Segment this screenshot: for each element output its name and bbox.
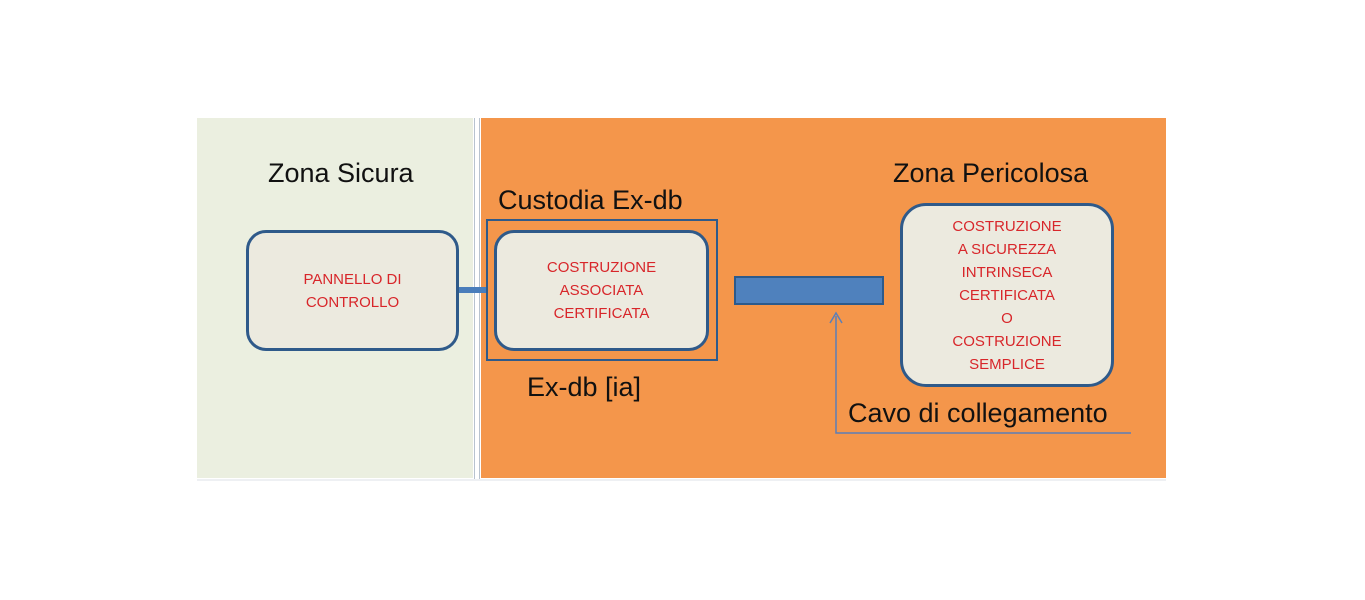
control-panel-line: CONTROLLO [305,293,400,311]
associated-apparatus-line: COSTRUZIONE [546,259,657,276]
enclosure-title: Custodia Ex-db [498,185,683,215]
ex-db-enclosure-frame [486,219,718,361]
enclosure-marking: Ex-db [ia] [527,372,642,402]
cable-label: Cavo di collegamento [848,398,1108,428]
safe-zone-title: Zona Sicura [268,158,414,188]
field-device-line: SEMPLICE [969,355,1045,373]
hazardous-zone-title: Zona Pericolosa [893,158,1089,188]
field-device-line: CERTIFICATA [959,286,1055,304]
bottom-border [197,479,1166,481]
field-device-line: COSTRUZIONE [952,332,1062,350]
panel-connection-link [458,287,488,293]
field-device-line: A SICUREZZA [957,240,1057,258]
associated-apparatus-box: COSTRUZIONE ASSOCIATA CERTIFICATA [494,230,709,351]
control-panel-box: PANNELLO DI CONTROLLO [246,230,459,351]
associated-apparatus-line: ASSOCIATA [559,282,644,299]
connection-cable [734,276,884,305]
field-device-box: COSTRUZIONE A SICUREZZA INTRINSECA CERTI… [900,203,1114,387]
field-device-line: O [1001,309,1013,327]
field-device-line: COSTRUZIONE [952,217,1062,235]
zone-divider [474,118,480,480]
associated-apparatus-line: CERTIFICATA [553,305,650,322]
field-device-line: INTRINSECA [961,263,1053,281]
control-panel-line: PANNELLO DI [303,270,402,288]
